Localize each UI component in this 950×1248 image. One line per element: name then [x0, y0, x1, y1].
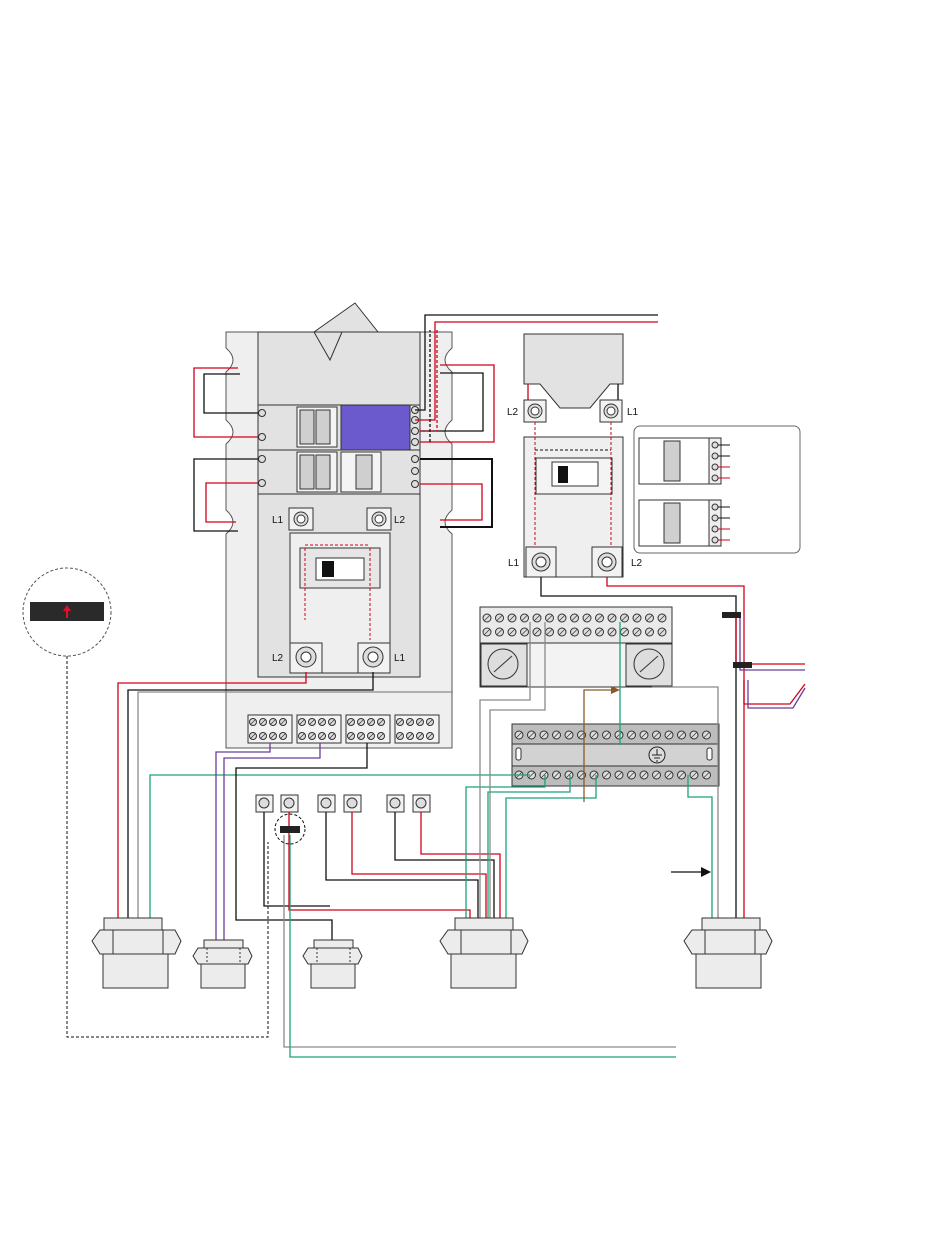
- conduit-small-1: [193, 940, 252, 988]
- sub-top-cover: [524, 334, 623, 408]
- conduit-small-2: [303, 940, 362, 988]
- lug-label: L2: [631, 558, 643, 569]
- conduit-large-3: [684, 918, 772, 988]
- sub-panel: L2 L1 L1 L2: [507, 334, 643, 577]
- lug-sub-l2-top: L2: [507, 400, 546, 422]
- lug-label: L1: [627, 407, 639, 418]
- main-top-peak: [314, 303, 378, 332]
- lug-label: L2: [394, 515, 406, 526]
- ground-symbol-icon: [649, 747, 665, 763]
- main-panel: L1 L2 L2 L1: [226, 303, 452, 748]
- lug-sub-l2-bottom: L2: [592, 547, 643, 577]
- small-terminals: [256, 795, 430, 812]
- blue-module: [341, 405, 410, 450]
- lug-label: L1: [272, 515, 284, 526]
- conduit-connectors: [92, 918, 772, 988]
- lug-label: L1: [394, 653, 406, 664]
- breaker-detail-inset: [634, 426, 800, 553]
- lug-label: L2: [507, 407, 519, 418]
- lug-sub-l1-bottom: L1: [508, 547, 556, 577]
- lug-label: L1: [508, 558, 520, 569]
- neutral-bar: [480, 607, 672, 687]
- wire-clamp: [722, 612, 741, 618]
- wire-clamp: [733, 662, 752, 668]
- conduit-large-2: [440, 918, 528, 988]
- lug-sub-l1-top: L1: [600, 400, 639, 422]
- conduit-large-1: [92, 918, 181, 988]
- lug-label: L2: [272, 653, 284, 664]
- arrow-right-icon: [671, 867, 711, 877]
